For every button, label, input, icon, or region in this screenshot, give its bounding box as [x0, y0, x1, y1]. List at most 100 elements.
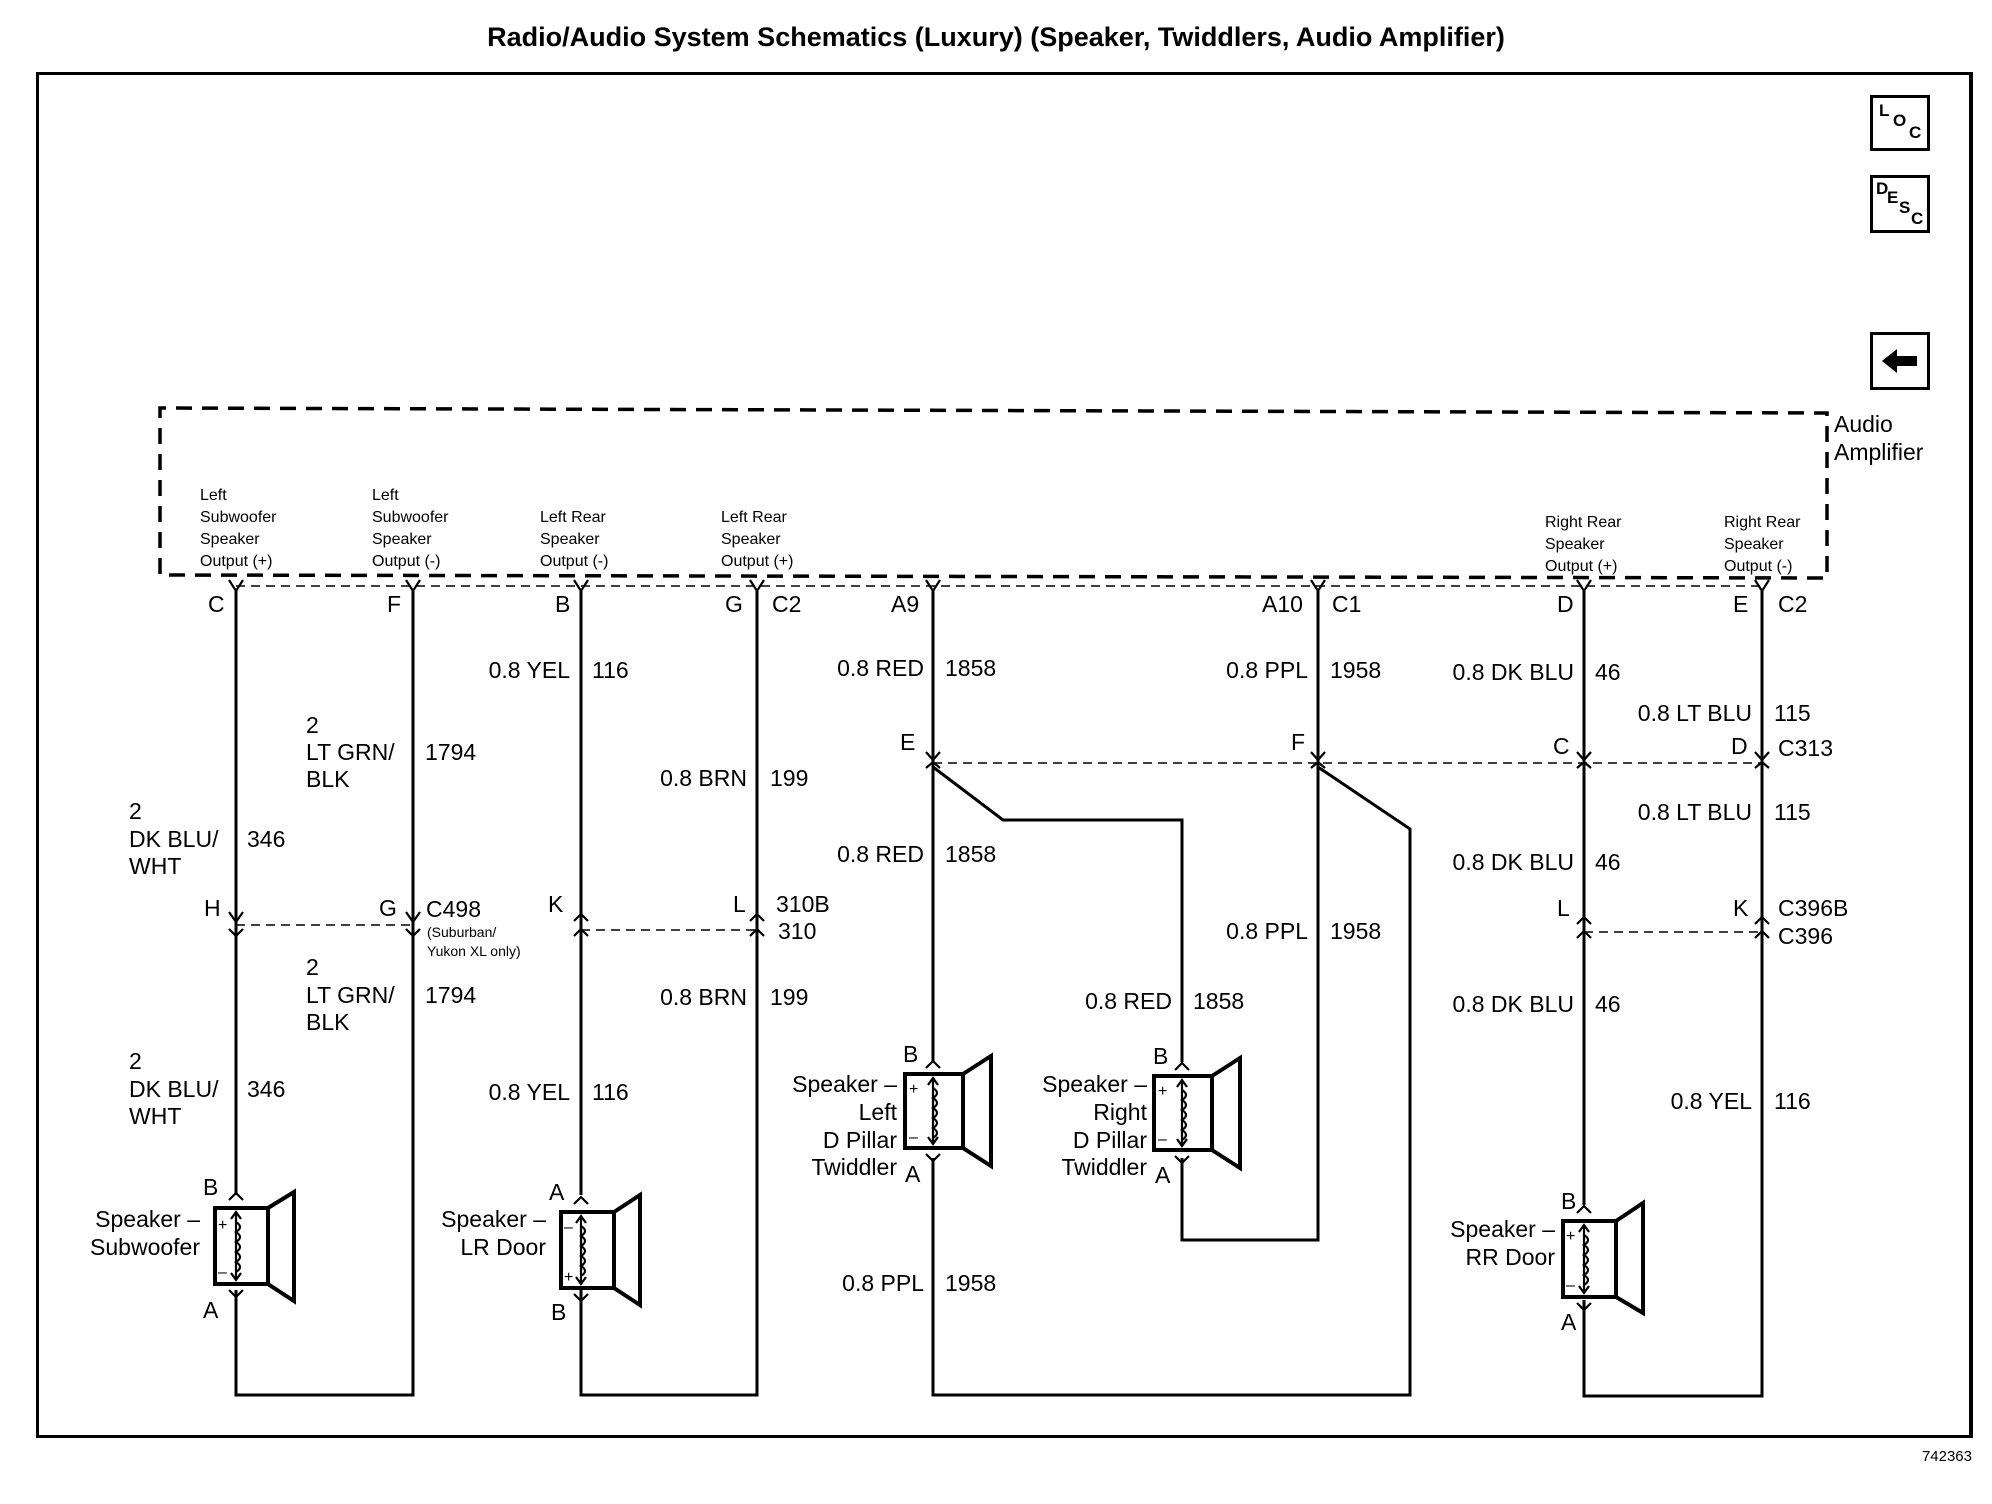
circuit-number: 46	[1595, 659, 1621, 685]
wire-color: BLK	[306, 766, 350, 792]
circuit-number: 46	[1595, 991, 1621, 1017]
page-title: Radio/Audio System Schematics (Luxury) (…	[487, 22, 1505, 52]
circuit-number: 115	[1774, 700, 1811, 726]
pin-label: A	[549, 1179, 565, 1205]
amplifier-label-2: Amplifier	[1834, 439, 1924, 465]
wire-color: DK BLU/	[129, 826, 219, 852]
loc-icon-letter: L	[1879, 101, 1890, 120]
connector-label: C498	[426, 896, 481, 922]
pin-label: B	[903, 1041, 918, 1067]
subwoofer-circuit	[234, 591, 415, 1397]
amp-output-label: Subwoofer	[372, 509, 449, 526]
wire-color: 0.8 RED	[837, 655, 924, 681]
amp-pin-markers	[228, 579, 1770, 594]
circuit-number: 1858	[945, 841, 996, 867]
amp-output-label: Output (-)	[540, 553, 608, 570]
amp-output-label: Speaker	[1724, 536, 1784, 553]
wire-color: 0.8 PPL	[1226, 657, 1308, 683]
wire-gauge: 2	[306, 954, 319, 980]
amp-output-label: Speaker	[1545, 536, 1605, 553]
amp-output-label: Left	[372, 487, 399, 504]
pin-label: L	[1557, 895, 1570, 921]
polarity-sign: +	[218, 1217, 227, 1234]
desc-icon-letter: E	[1887, 188, 1899, 207]
connector-label: C2	[772, 591, 801, 617]
speaker-lr-door	[559, 1191, 642, 1309]
circuit-number: 346	[247, 1076, 285, 1102]
speaker-label: LR Door	[460, 1234, 546, 1260]
loc-icon-letter: O	[1893, 111, 1907, 130]
amp-output-label: Subwoofer	[200, 509, 277, 526]
loc-icon-letter: C	[1909, 123, 1922, 142]
amp-output-label: Speaker	[200, 531, 260, 548]
pin-label: C	[1553, 733, 1570, 759]
circuit-number: 1858	[945, 655, 996, 681]
polarity-sign: –	[1566, 1277, 1575, 1294]
speaker-label: Twiddler	[1061, 1154, 1147, 1180]
amp-output-label: Output (+)	[200, 553, 272, 570]
amp-output-label: Speaker	[372, 531, 432, 548]
pin-label: K	[548, 891, 564, 917]
wire-color: 0.8 PPL	[842, 1270, 924, 1296]
wire-color: BLK	[306, 1009, 350, 1035]
wire-199	[579, 591, 759, 1397]
circuit-number: 199	[770, 984, 808, 1010]
amp-output-label: Output (-)	[372, 553, 440, 570]
desc-icon-button[interactable]: D E S C	[1870, 175, 1930, 233]
speaker-label: Speaker –	[792, 1071, 897, 1097]
desc-icon-letter: S	[1899, 198, 1911, 217]
speaker-label: Speaker –	[95, 1206, 200, 1232]
circuit-number: 1858	[1193, 988, 1244, 1014]
back-button[interactable]	[1870, 332, 1930, 390]
speaker-label: Right	[1093, 1099, 1147, 1125]
pin-label: L	[733, 891, 746, 917]
wire-1858-branch	[932, 765, 1184, 1062]
connector-label: C396B	[1778, 895, 1848, 921]
amp-output-label: Output (+)	[1545, 558, 1617, 575]
wire-color: LT GRN/	[306, 739, 395, 765]
pin-label: C	[208, 591, 225, 617]
speaker-label: D Pillar	[1073, 1127, 1147, 1153]
circuit-number: 1794	[425, 739, 476, 765]
wire-color: 0.8 DK BLU	[1453, 849, 1574, 875]
amp-output-label: Left Rear	[540, 509, 606, 526]
back-arrow-icon	[1882, 349, 1917, 373]
pin-label: B	[555, 591, 570, 617]
circuit-number: 1794	[425, 982, 476, 1008]
amp-output-label: Right Rear	[1724, 514, 1801, 531]
speaker-subwoofer	[213, 1188, 296, 1305]
speaker-label: RR Door	[1466, 1244, 1556, 1270]
loc-icon-button[interactable]: L O C	[1870, 95, 1930, 151]
wire-color: 0.8 BRN	[660, 984, 747, 1010]
pin-label: A	[1561, 1309, 1577, 1335]
amp-output-label: Left Rear	[721, 509, 787, 526]
figure-number: 742363	[1921, 1448, 1972, 1465]
pin-label: K	[1733, 895, 1749, 921]
amp-output-label: Right Rear	[1545, 514, 1622, 531]
amp-output-label: Output (+)	[721, 553, 793, 570]
wire-color: WHT	[129, 1103, 181, 1129]
wire-color: 0.8 RED	[1085, 988, 1172, 1014]
pin-label: D	[1731, 733, 1748, 759]
speaker-label: Speaker –	[441, 1206, 546, 1232]
wire-color: 0.8 LT BLU	[1638, 700, 1752, 726]
desc-icon-letter: C	[1911, 209, 1924, 228]
connector-label: 310B	[776, 891, 830, 917]
polarity-sign: +	[564, 1269, 573, 1286]
connector-label: C2	[1778, 591, 1807, 617]
wire-gauge: 2	[129, 1048, 142, 1074]
circuit-number: 115	[1774, 799, 1811, 825]
amp-output-label: Speaker	[721, 531, 781, 548]
pin-label: B	[551, 1299, 566, 1325]
wire-color: DK BLU/	[129, 1076, 219, 1102]
circuit-number: 116	[592, 657, 629, 683]
connector-label: C1	[1332, 591, 1361, 617]
wire-color: 0.8 DK BLU	[1453, 991, 1574, 1017]
polarity-sign: –	[564, 1219, 573, 1236]
wire-1794	[234, 591, 415, 1397]
pin-label: B	[1153, 1043, 1168, 1069]
speaker-label: Left	[859, 1099, 898, 1125]
wire-color: 0.8 PPL	[1226, 918, 1308, 944]
pin-label: A9	[891, 591, 919, 617]
